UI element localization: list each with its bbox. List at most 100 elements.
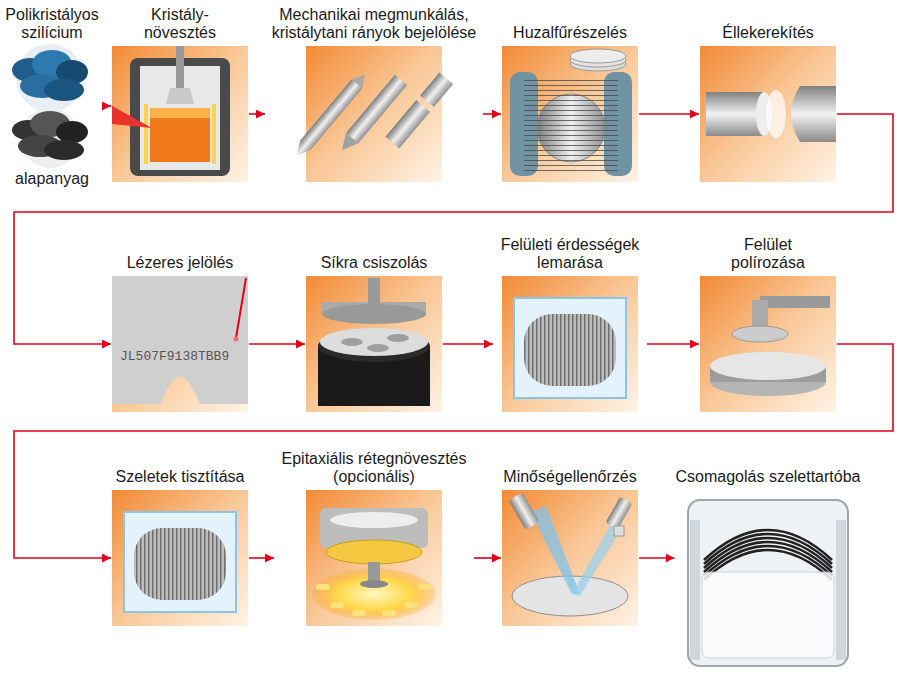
edge-grinder-part xyxy=(766,90,786,138)
step-title: Huzalfűrészelés xyxy=(513,24,627,42)
etching-tank-part xyxy=(524,314,616,386)
raw-material-part xyxy=(56,121,88,143)
illustration-area xyxy=(112,490,248,626)
lapping-machine-part xyxy=(320,328,428,356)
edge-grinder xyxy=(700,46,836,182)
flow-arrow xyxy=(443,343,493,345)
polishing-machine-part xyxy=(732,326,788,342)
wire-saw-part xyxy=(502,46,638,182)
crystal-puller-part xyxy=(166,88,194,104)
lapping-machine-part xyxy=(322,304,426,324)
cleaning-tank-part xyxy=(134,528,226,600)
wafer-cassette xyxy=(688,500,848,666)
illustration-area xyxy=(700,46,836,182)
process-step: Szeletek tisztítása xyxy=(111,468,249,626)
laser-marking-part xyxy=(234,337,239,342)
laser-marking-part xyxy=(236,278,246,338)
inspection-station-part xyxy=(605,497,632,530)
crystal-puller-part xyxy=(150,108,210,162)
epitaxy-reactor-part xyxy=(404,602,418,608)
wire-saw-part xyxy=(524,80,618,172)
edge-grinder-part xyxy=(700,46,836,182)
etching-tank-part xyxy=(514,298,626,398)
step-caption: alapanyag xyxy=(15,170,89,188)
epitaxy-reactor-part xyxy=(418,584,432,590)
edge-grinder-part xyxy=(706,92,764,136)
illustration-area xyxy=(306,276,442,412)
lapping-machine-part xyxy=(367,344,389,352)
process-step: Éllekerekítés xyxy=(699,24,837,182)
step-title: Éllekerekítés xyxy=(722,24,814,42)
flow-arrow xyxy=(647,343,699,345)
ingot-machining-part xyxy=(385,73,453,149)
process-step: Lézeres jelölés xyxy=(111,254,249,412)
epitaxy-reactor-part xyxy=(326,540,422,564)
lapping-machine-part xyxy=(387,334,409,342)
process-step: Síkra csiszolás xyxy=(305,254,443,412)
cleaning-tank-part xyxy=(124,512,236,612)
label-holder: JL507F9138TBB9 xyxy=(120,346,229,364)
illustration-area xyxy=(678,490,858,670)
illustration-area xyxy=(112,276,248,412)
ingot-machining-part-part xyxy=(420,73,453,108)
flow-arrow xyxy=(103,105,111,107)
inspection-station-part xyxy=(509,492,540,529)
epitaxy-reactor-part xyxy=(330,602,344,608)
polishing-machine xyxy=(700,276,836,412)
flow-arrow xyxy=(249,343,305,345)
crystal-puller-part xyxy=(144,104,148,164)
lapping-machine-part xyxy=(341,338,363,346)
illustration-area xyxy=(502,276,638,412)
step-title: Felületi érdességek lemarása xyxy=(494,236,646,272)
cleaning-tank xyxy=(112,490,248,626)
ingot-machining-part-part xyxy=(352,70,370,88)
etching-tank-part xyxy=(502,276,638,412)
flow-arrow xyxy=(639,113,699,115)
flow-arrow xyxy=(639,557,675,559)
wafer-cassette-part xyxy=(690,520,700,660)
crystal-puller-part xyxy=(112,106,152,128)
illustration-area xyxy=(306,46,442,182)
etching-tank xyxy=(502,276,638,412)
crystal-puller-part xyxy=(176,46,184,88)
step-title: Csomagolás szelettartóba xyxy=(676,468,861,486)
ingot-machining-part-part xyxy=(336,133,359,156)
raw-material-part xyxy=(44,79,84,101)
ingot-machining-part-part xyxy=(291,79,362,160)
process-step: Felületi érdességek lemarása xyxy=(493,236,647,412)
flow-arrow xyxy=(14,114,893,344)
step-title: Epitaxiális rétegnövesztés (opcionális) xyxy=(275,450,473,486)
illustration-area xyxy=(502,46,638,182)
process-step: Csomagolás szelettartóba xyxy=(675,468,862,670)
edge-grinder-part xyxy=(791,86,836,142)
raw-material-part xyxy=(44,140,84,160)
laser-marking xyxy=(112,276,248,412)
step-title: Síkra csiszolás xyxy=(321,254,428,272)
crystal-puller xyxy=(112,46,248,182)
illustration-area xyxy=(502,490,638,626)
illustration-area xyxy=(306,490,442,626)
wire-saw-part xyxy=(570,49,626,63)
epitaxy-reactor-part xyxy=(306,490,442,626)
lapping-machine xyxy=(306,276,442,412)
epitaxy-reactor-part xyxy=(352,610,366,616)
epitaxy-reactor-part xyxy=(316,584,330,590)
flow-arrow xyxy=(474,557,501,559)
illustration-area xyxy=(700,276,836,412)
step-title: Felület polírozása xyxy=(712,236,824,272)
epitaxy-reactor-part xyxy=(330,512,418,528)
lapping-machine-part xyxy=(368,278,380,304)
process-step: Epitaxiális rétegnövesztés (opcionális) xyxy=(274,450,474,626)
step-title: Lézeres jelölés xyxy=(127,254,234,272)
process-step: Mechanikai megmunkálás, kristálytani rán… xyxy=(265,6,483,182)
crystal-puller-part xyxy=(150,108,210,118)
flow-arrow xyxy=(249,557,274,559)
material-group: Polikristályos szilíciumalapanyag xyxy=(1,6,103,188)
step-title: Kristály- növesztés xyxy=(130,6,230,42)
laser-marking-part xyxy=(112,276,248,412)
illustration-area xyxy=(112,46,248,182)
step-title: Mechanikai megmunkálás, kristálytani rán… xyxy=(266,6,482,42)
